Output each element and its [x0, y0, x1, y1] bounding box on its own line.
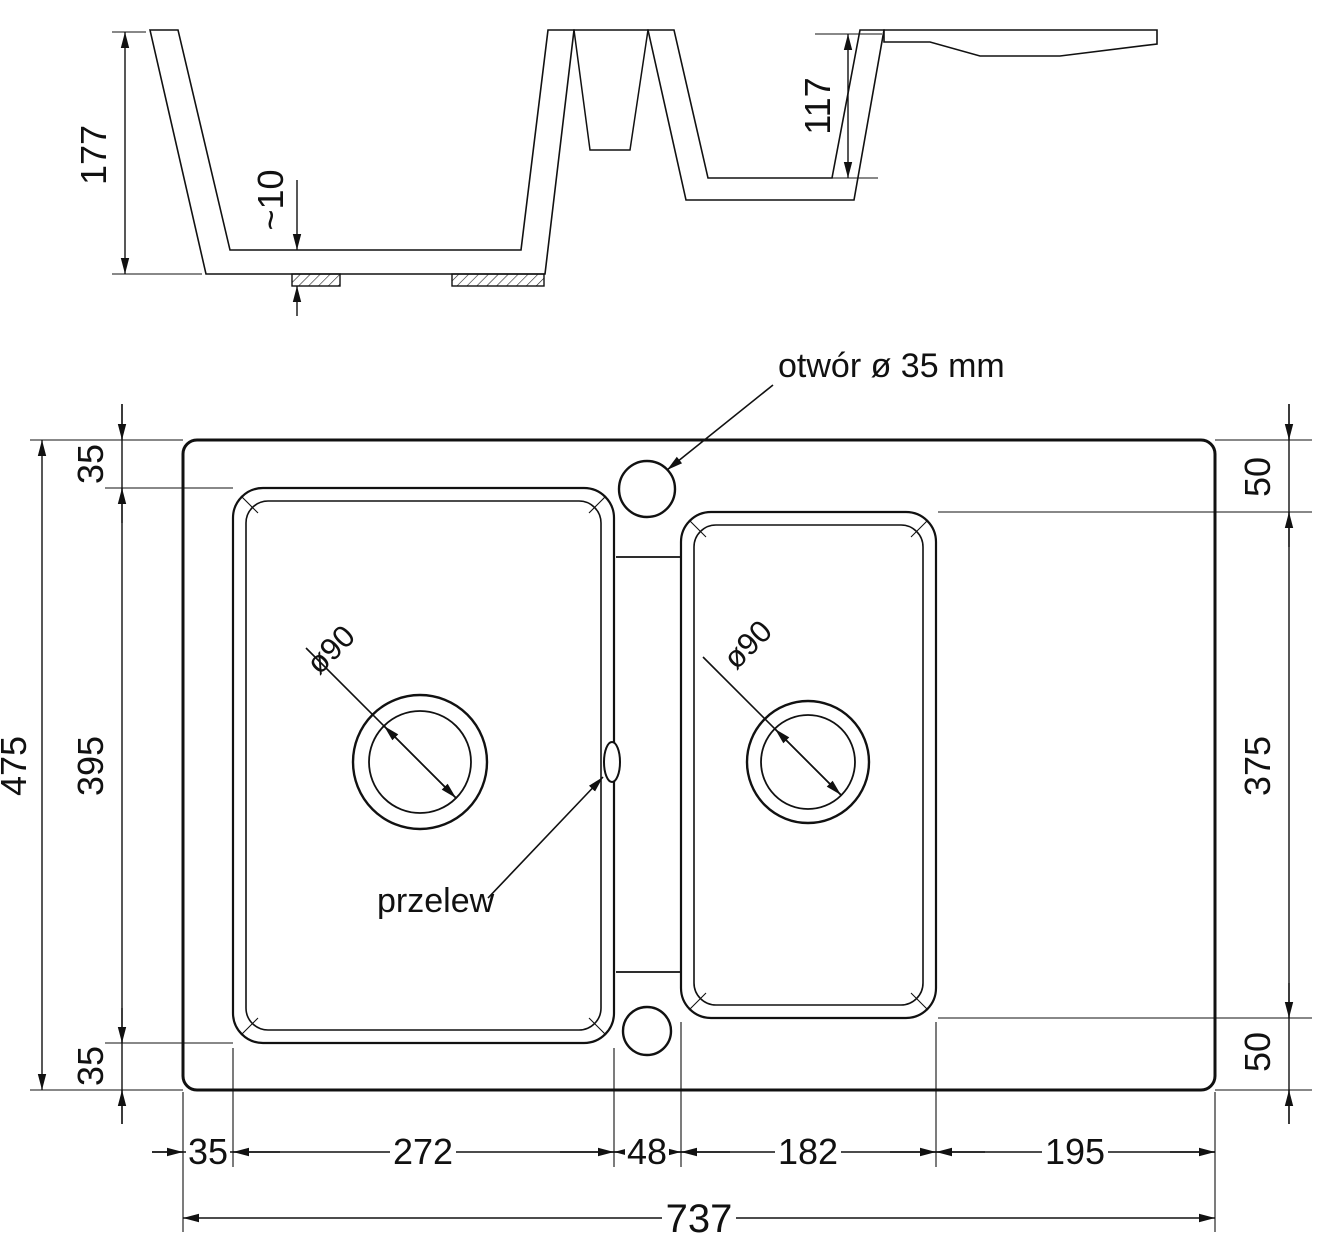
right-drain: ø90	[702, 613, 871, 825]
dim-label-bottom-35: 35	[188, 1131, 228, 1172]
dim-label-left-bottom-35: 35	[70, 1046, 111, 1086]
cross-section-view: 177 ~10 117	[73, 29, 1158, 316]
dims-left-side: 35 395 35 475	[0, 404, 233, 1124]
dim-label-117: 117	[797, 77, 838, 134]
drain-left-diameter-label: ø90	[299, 618, 362, 681]
dim-label-left-395: 395	[70, 736, 111, 796]
overflow-slot	[603, 741, 621, 783]
dim-label-10: ~10	[250, 169, 291, 230]
left-bowl	[231, 486, 616, 1045]
dims-bottom: 35 272 48 182 195 737	[152, 1022, 1216, 1241]
dim-label-left-top-35: 35	[70, 444, 111, 484]
left-drain: ø90	[299, 618, 489, 831]
dims-right-side: 50 375 50	[938, 404, 1312, 1124]
dim-label-bottom-48: 48	[627, 1131, 667, 1172]
dim-label-bottom-272: 272	[393, 1131, 453, 1172]
section-right-bowl	[647, 29, 885, 201]
dim-label-right-375: 375	[1237, 736, 1278, 796]
faucet-hole-note: otwór ø 35 mm	[778, 347, 1005, 385]
dim-label-475: 475	[0, 736, 34, 796]
section-left-bowl-pad	[291, 273, 341, 287]
bottom-hole	[621, 1005, 673, 1057]
dim-label-right-top-50: 50	[1237, 457, 1278, 497]
dim-label-right-bottom-50: 50	[1237, 1032, 1278, 1072]
dim-label-177: 177	[73, 125, 114, 185]
dim-section-bottom-thickness: ~10	[250, 169, 322, 316]
drain-right-diameter-label: ø90	[716, 613, 779, 676]
dim-section-depth-left: 177	[73, 31, 202, 275]
faucet-hole-callout: otwór ø 35 mm	[666, 347, 1005, 471]
section-left-bowl	[148, 29, 575, 275]
faucet-hole	[617, 459, 677, 519]
section-divider-stipple	[573, 29, 649, 151]
dim-label-bottom-195: 195	[1045, 1131, 1105, 1172]
overflow-callout: przelew	[377, 776, 604, 920]
dim-label-bottom-182: 182	[778, 1131, 838, 1172]
plan-view: ø90 ø90 otwór ø 35 mm przelew	[0, 347, 1312, 1241]
section-left-bowl-pad	[451, 273, 545, 287]
sink-outer-contour	[181, 438, 1217, 1092]
right-bowl	[679, 510, 938, 1020]
overflow-label: przelew	[377, 882, 495, 920]
dim-section-depth-right: 117	[797, 33, 882, 179]
dim-label-bottom-737: 737	[666, 1197, 733, 1241]
section-drainboard	[883, 29, 1158, 57]
